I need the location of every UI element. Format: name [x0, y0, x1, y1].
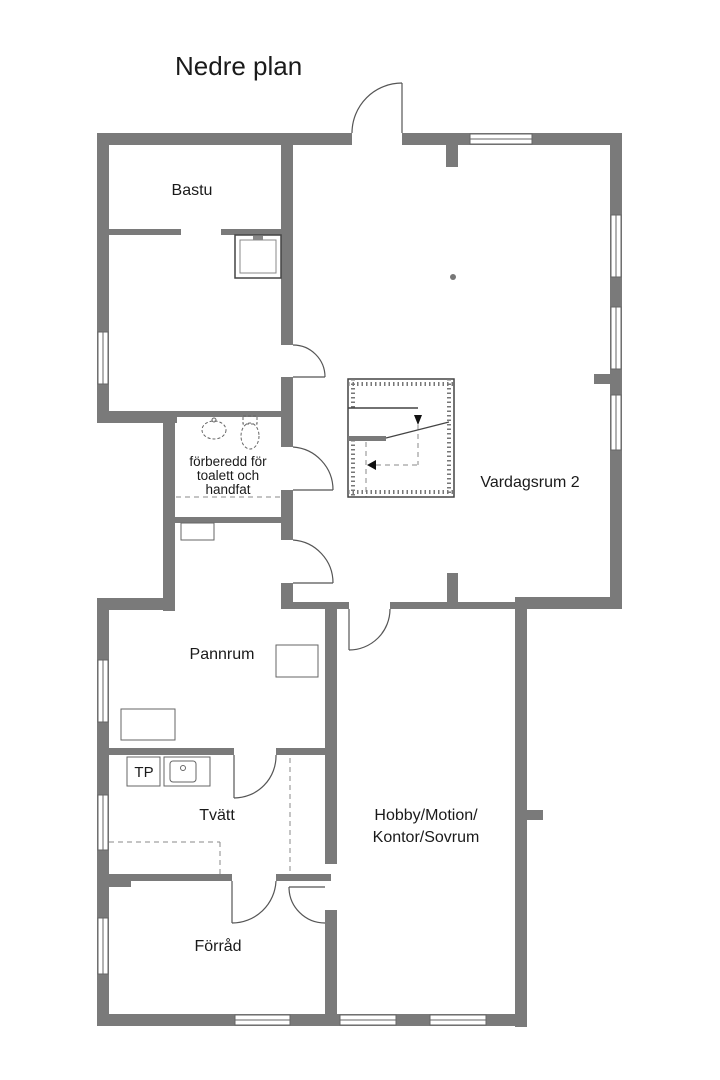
- label-tp: TP: [134, 764, 153, 781]
- sauna-heater: [234, 234, 282, 279]
- label-bastu: Bastu: [172, 182, 213, 199]
- label-hobby-line2: Kontor/Sovrum: [373, 829, 480, 846]
- label-wc-line2: toalett och: [197, 468, 259, 483]
- fixtures: [120, 234, 456, 787]
- water-tank: [120, 708, 176, 741]
- windows: [97, 133, 622, 1026]
- label-vardagsrum: Vardagsrum 2: [480, 474, 579, 491]
- label-hobby-line1: Hobby/Motion/: [374, 807, 478, 824]
- laundry-sink: [163, 756, 211, 787]
- label-wc-line1: förberedd för: [189, 454, 267, 469]
- washbasin-outline: [201, 420, 227, 440]
- dashed-lines: [109, 425, 419, 874]
- plan-title: Nedre plan: [175, 51, 302, 81]
- label-pannrum: Pannrum: [190, 646, 255, 663]
- staircase: [347, 378, 455, 498]
- boiler: [275, 644, 319, 678]
- toilet-outline: [240, 422, 260, 450]
- room-labels: Bastu förberedd för toalett och handfat …: [134, 182, 579, 955]
- label-wc-line3: handfat: [205, 482, 250, 497]
- tp-box: [126, 756, 161, 787]
- ceiling-point: [450, 274, 456, 280]
- doors: [231, 82, 403, 924]
- label-tvatt: Tvätt: [199, 807, 235, 824]
- label-forrad: Förråd: [194, 937, 241, 955]
- walls: [97, 133, 622, 1027]
- cabinet: [180, 522, 215, 541]
